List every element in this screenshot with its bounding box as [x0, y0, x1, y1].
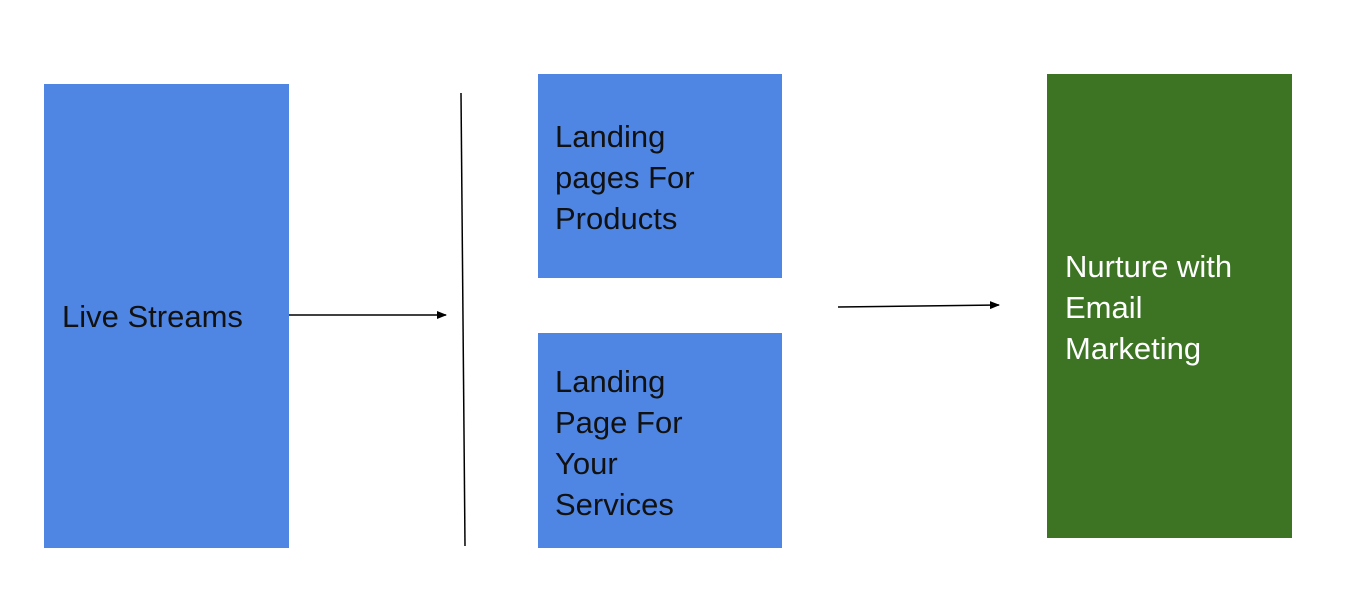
live-streams-box: Live Streams — [44, 84, 289, 548]
live-streams-label: Live Streams — [62, 298, 243, 334]
email-marketing-box: Nurture with Email Marketing — [1047, 74, 1292, 538]
landing-products-label: Landing pages For Products — [555, 119, 695, 236]
email-marketing-label: Nurture with Email Marketing — [1065, 249, 1233, 366]
landing-services-label: Landing Page For Your Services — [555, 364, 683, 522]
arrow-landing-to-email — [837, 301, 1000, 310]
landing-group-bracket-line — [460, 92, 466, 547]
landing-products-box: Landing pages For Products — [538, 74, 782, 278]
landing-services-box: Landing Page For Your Services — [538, 333, 782, 548]
